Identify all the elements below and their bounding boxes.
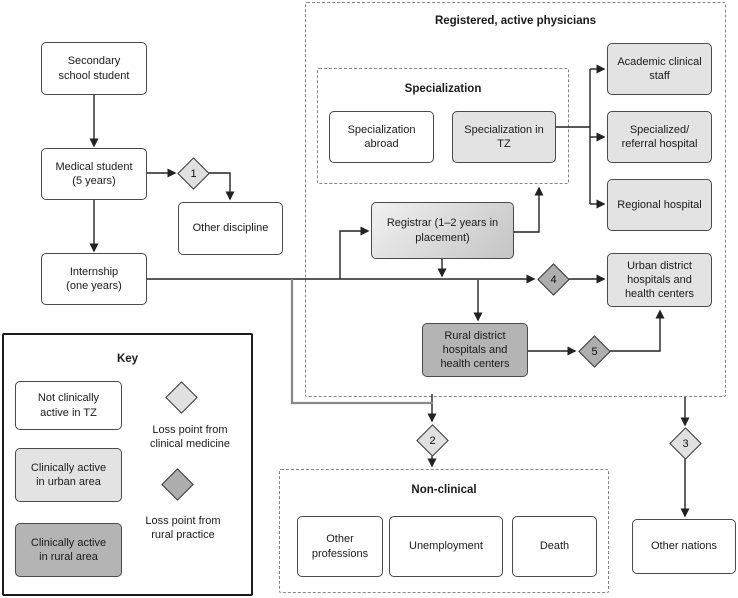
node-regional-hospital: Regional hospital [607,179,712,231]
bypass-line [290,279,433,405]
node-unemployment: Unemployment [389,516,503,577]
loss-diamond-5-label: 5 [590,345,598,357]
specialization-group: Specialization [317,68,569,184]
loss-diamond-3-label: 3 [681,437,689,449]
key-loss-rural-label: Loss point from rural practice [145,515,221,542]
node-urban-district-hospitals: Urban district hospitals and health cent… [607,253,712,307]
key-clinically-active-urban: Clinically active in urban area [15,448,122,502]
node-other-discipline: Other discipline [178,202,283,255]
registered-physicians-group: Registered, active physicians [305,2,726,397]
loss-diamond-4-label: 4 [549,273,557,285]
key-clinically-active-rural: Clinically active in rural area [15,523,122,577]
key-loss-clinical-label: Loss point from clinical medicine [149,424,231,451]
node-specialized-referral-hospital: Specialized/ referral hospital [607,111,712,163]
loss-diamond-1-label: 1 [189,167,197,179]
registered-group-title: Registered, active physicians [434,15,597,27]
node-rural-district-hospitals: Rural district hospitals and health cent… [422,323,528,377]
nonclinical-group-title: Non-clinical [411,484,477,496]
node-specialization-abroad: Specialization abroad [329,111,434,163]
node-other-nations: Other nations [632,519,736,574]
specialization-group-title: Specialization [404,83,482,95]
node-death: Death [512,516,597,577]
key-title: Key [116,353,139,365]
node-registrar: Registrar (1–2 years in placement) [371,202,514,259]
node-other-professions: Other professions [297,516,383,577]
node-secondary-school-student: Secondary school student [41,42,147,95]
node-internship: Internship (one years) [41,253,147,305]
nonclinical-group: Non-clinical [279,469,609,593]
node-academic-clinical-staff: Academic clinical staff [607,43,712,95]
node-medical-student: Medical student (5 years) [41,148,147,200]
node-specialization-in-tz: Specialization in TZ [452,111,556,163]
key-not-clinically-active: Not clinically active in TZ [15,381,122,430]
loss-diamond-2-label: 2 [428,434,436,446]
